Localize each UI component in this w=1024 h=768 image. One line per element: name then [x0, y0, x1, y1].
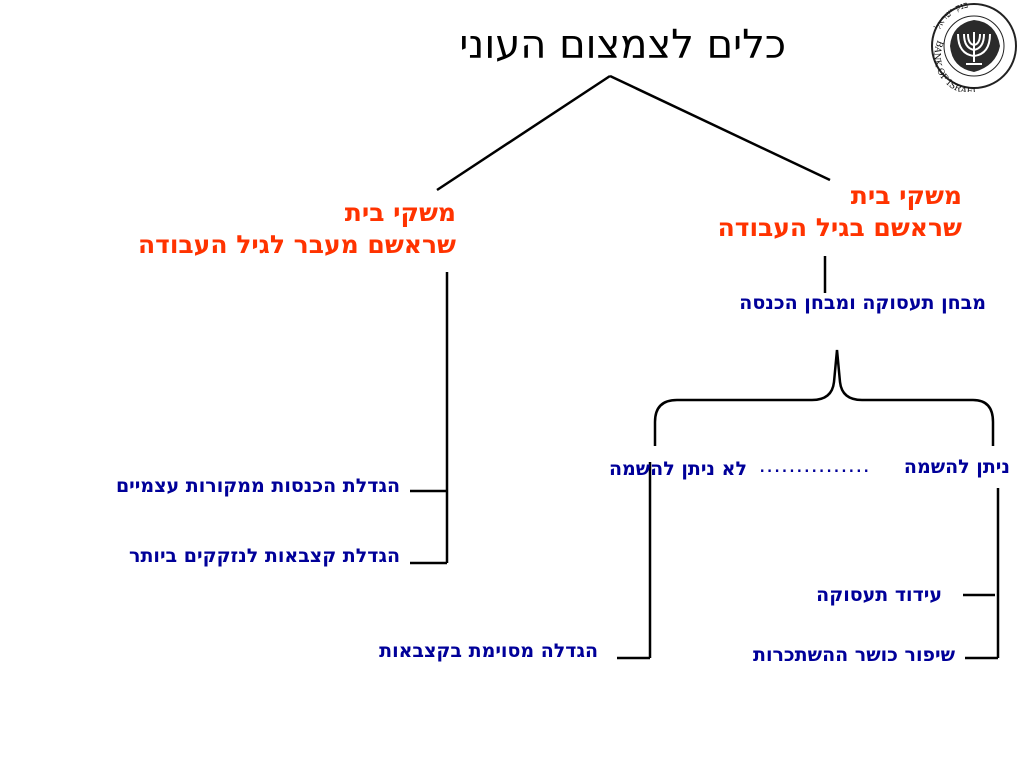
left-branch-heading: משקי בית שראשם מעבר לגיל העבודה [138, 197, 456, 261]
root-to-left-branch-line [436, 74, 611, 192]
right-branch-heading-line2: שראשם בגיל העבודה [717, 213, 962, 242]
page-title: כלים לצמצום העוני [459, 22, 786, 68]
left-branch-heading-line2: שראשם מעבר לגיל העבודה [137, 230, 456, 259]
not-employable-label: לא ניתן להשמה [608, 458, 747, 480]
employability-brace [653, 349, 995, 446]
root-to-right-branch-line [609, 74, 831, 182]
earning-capacity-item: שיפור כושר ההשתכרות [752, 644, 955, 666]
left-branch-heading-line1: משקי בית [344, 198, 456, 227]
dotted-separator: ............... [758, 460, 870, 476]
own-income-item: הגדלת הכנסות ממקורות עצמיים [115, 475, 400, 497]
right-branch-heading-line1: משקי בית [850, 181, 962, 210]
right-branch-heading: משקי בית שראשם בגיל העבודה [718, 180, 962, 244]
employment-encouragement-item: עידוד תעסוקה [816, 584, 942, 606]
benefit-increase-item: הגדלה מסוימת בקצבאות [379, 640, 598, 662]
employable-label: ניתן להשמה [903, 456, 1010, 478]
needy-benefits-item: הגדלת קצבאות לנזקקים ביותר [129, 545, 400, 567]
tests-label: מבחן תעסוקה ומבחן הכנסה [739, 292, 986, 314]
bank-of-israel-seal-icon: BANK OF ISRAEL בנק ישראל [931, 0, 1017, 92]
